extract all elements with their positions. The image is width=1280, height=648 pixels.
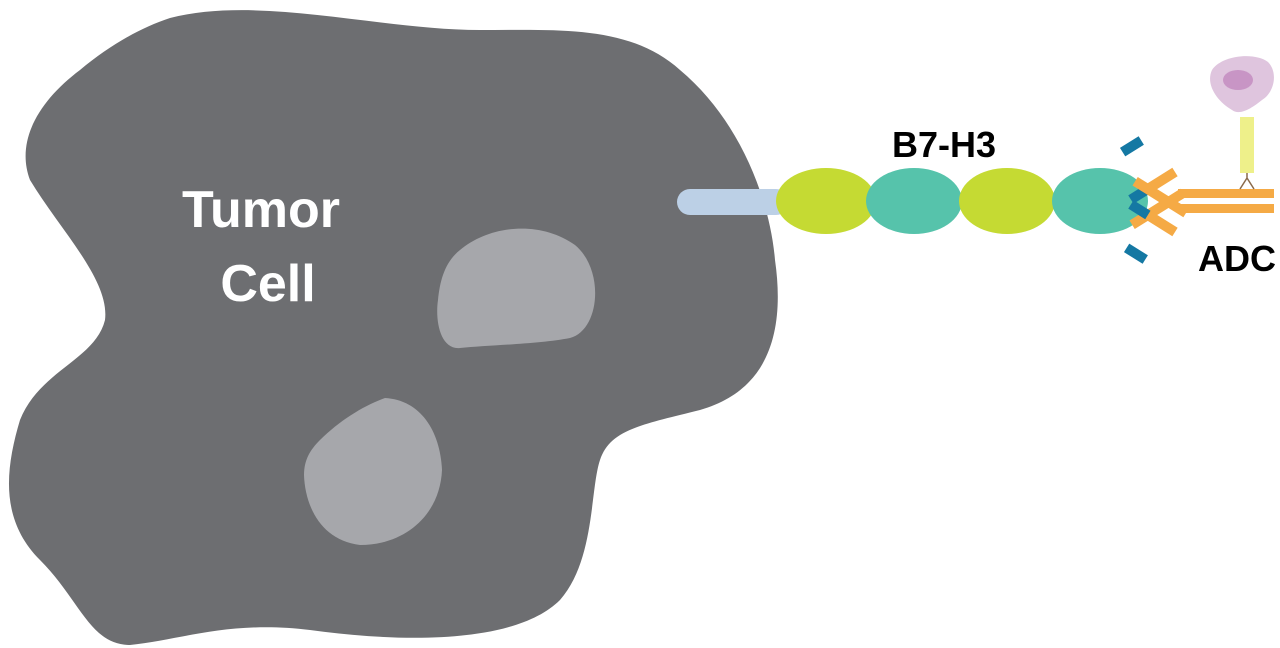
receptor-domain-4 (1052, 168, 1148, 234)
tumor-cell-icon (8, 10, 778, 645)
drug-payload-icon (1210, 56, 1274, 190)
b7-h3-receptor-icon (677, 168, 1148, 234)
tumor-cell-label-line2: Cell (220, 255, 315, 313)
antibody-lower-arm-heavy (1132, 176, 1189, 218)
antibody-upper-tip (1119, 136, 1144, 157)
tumor-cell-label-line1: Tumor (182, 181, 340, 239)
nucleus-lower (304, 398, 442, 545)
receptor-label: B7-H3 (892, 124, 996, 165)
linker (1240, 117, 1254, 173)
transmembrane-domain (677, 189, 789, 215)
antibody-lower-arm-light-orange (1145, 210, 1178, 237)
linker-attachment (1239, 172, 1255, 190)
receptor-domain-3 (959, 168, 1055, 234)
antibody-lower-tip (1123, 243, 1148, 264)
antibody-stem-bottom (1178, 204, 1274, 213)
nucleus-upper (437, 228, 596, 349)
antibody-stem-top (1178, 189, 1274, 198)
payload-inner (1223, 70, 1253, 90)
receptor-domain-2 (866, 168, 962, 234)
antibody-drug-conjugate-icon (1119, 136, 1274, 264)
receptor-domain-1 (776, 168, 876, 234)
adc-label: ADC (1198, 238, 1276, 279)
antibody-lower-arm-light-blue (1128, 200, 1151, 220)
